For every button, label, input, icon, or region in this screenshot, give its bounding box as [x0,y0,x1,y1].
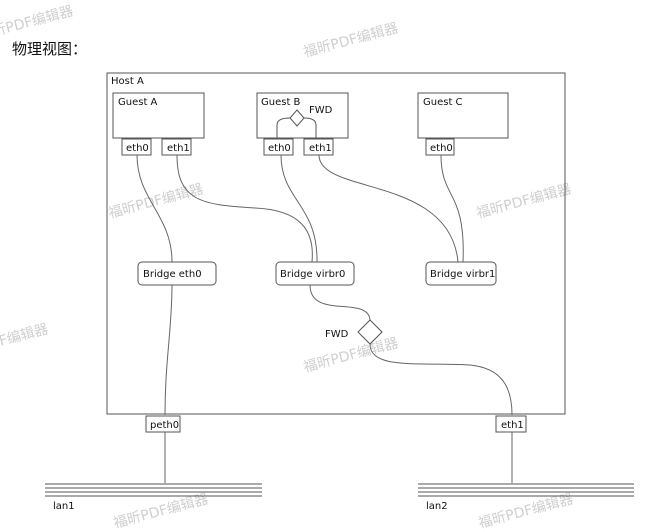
cables [136,154,513,483]
cable [136,154,173,263]
watermark: 福昕PDF编辑器 [477,491,575,532]
cable [440,154,464,263]
page-heading: 物理视图： [12,40,88,58]
lan1-bus [45,483,262,497]
cable [369,343,513,416]
guest-box [112,92,205,139]
cable [164,284,173,416]
guest-c: Guest C eth0 [417,92,509,156]
guest-label: Guest A [118,97,158,108]
cable [318,154,459,263]
bridge-label: Bridge eth0 [143,269,202,280]
watermark: 福昕PDF编辑器 [0,3,75,44]
watermark: 福昕PDF编辑器 [302,20,400,61]
host-port-label: eth1 [501,420,524,431]
port-label: eth1 [309,143,332,154]
port-label: eth0 [430,143,453,154]
watermark: 福昕PDF编辑器 [475,181,573,222]
guest-box [256,92,349,139]
cable [176,154,313,263]
guest-box [417,92,509,139]
fwd-connector [276,117,317,139]
watermark: 福昕PDF编辑器 [0,321,50,362]
host-box [106,72,566,415]
watermark: 福昕PDF编辑器 [112,491,210,532]
lan-label: lan1 [53,501,75,512]
guest-label: Guest C [423,97,463,108]
cable [280,154,318,263]
guest-label: Guest B [261,97,301,108]
fwd-label: FWD [325,329,349,340]
host-port-box [145,415,181,433]
fwd-diamond [357,319,383,345]
fwd-diamond [289,109,305,127]
lan-label: lan2 [426,501,448,512]
guest-b: Guest B FWD eth0 eth1 [256,92,349,156]
guest-a: Guest A eth0 eth1 [112,92,205,156]
port-box [425,138,455,156]
cable [309,284,371,321]
bridge-box [425,261,497,286]
port-label: eth0 [268,143,291,154]
fwd-label: FWD [309,105,333,116]
host-port-label: peth0 [150,420,179,431]
watermark: 福昕PDF编辑器 [107,181,205,222]
bridge-label: Bridge virbr1 [430,269,495,280]
bridges: Bridge eth0 Bridge virbr0 Bridge virbr1 [137,261,497,286]
port-label: eth0 [126,143,149,154]
lan2-bus [418,483,634,497]
bridge-label: Bridge virbr0 [280,269,345,280]
host-label: Host A [111,76,144,87]
port-box [263,138,294,156]
watermark: 福昕PDF编辑器 [302,335,400,376]
port-label: eth1 [167,143,190,154]
bridge-box [137,261,217,286]
host-port-box [495,415,527,433]
bridge-box [275,261,355,286]
